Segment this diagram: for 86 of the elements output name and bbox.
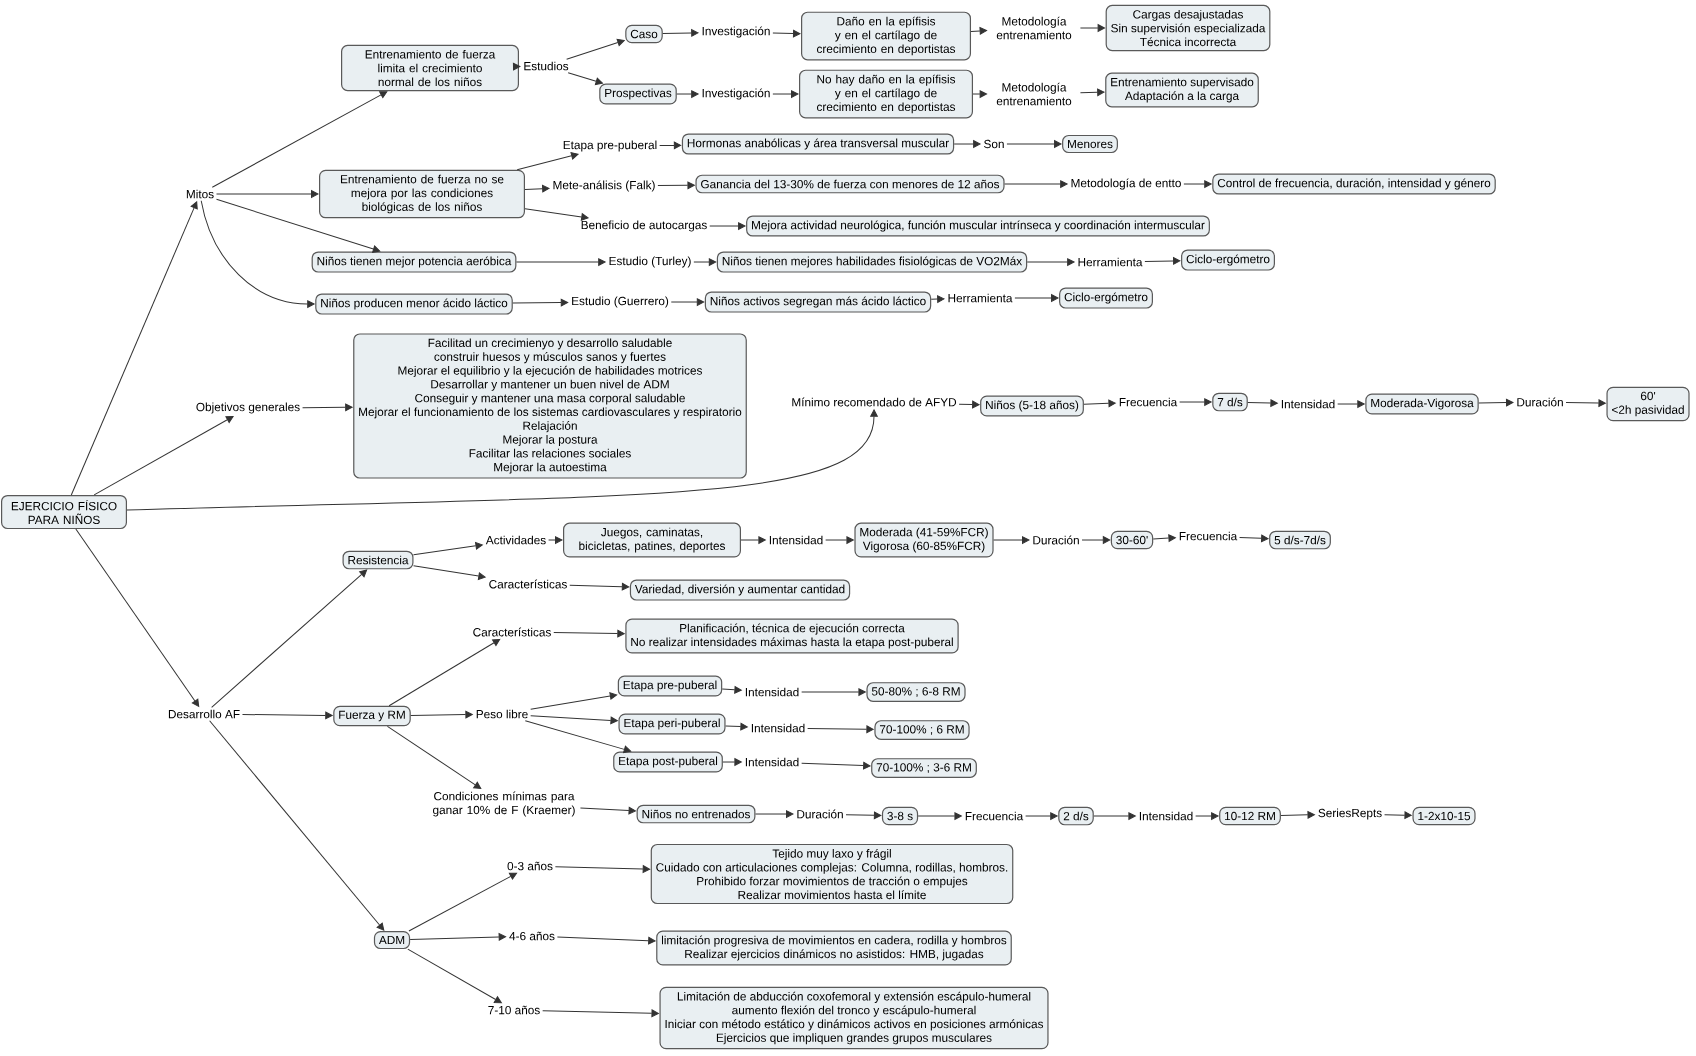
arrow [413, 542, 483, 556]
arrow [1006, 140, 1062, 148]
arrow [1004, 180, 1068, 188]
arrow [670, 298, 705, 306]
arrow [579, 806, 636, 815]
arrow [825, 536, 854, 544]
arrow [216, 190, 319, 198]
arrow [1079, 24, 1105, 32]
arrow [1565, 399, 1606, 407]
arrow [516, 152, 579, 171]
arrow [972, 90, 987, 98]
arrow [1025, 812, 1058, 820]
arrow [408, 872, 518, 932]
arrow [410, 710, 473, 719]
arrow [993, 536, 1030, 544]
arrow [801, 761, 871, 770]
arrow [542, 1009, 659, 1018]
arrow [512, 62, 521, 71]
arrow [409, 933, 507, 941]
arrow [1239, 534, 1269, 543]
arrow [845, 811, 882, 820]
arrow [566, 38, 625, 60]
arrow [569, 582, 630, 591]
arrow [530, 692, 618, 710]
arrow [740, 536, 766, 544]
arrow [413, 565, 486, 580]
arrow [515, 258, 606, 266]
arrow [970, 27, 987, 35]
arrow [93, 415, 234, 496]
arrow [553, 629, 625, 638]
arrow [657, 181, 695, 190]
arrow [512, 298, 569, 307]
arrow [1247, 399, 1278, 407]
arrow [801, 688, 866, 696]
arrow [1179, 398, 1212, 406]
arrow [302, 403, 353, 412]
arrow [659, 141, 682, 150]
arrow [216, 198, 381, 253]
arrow [1337, 400, 1365, 408]
arrow [200, 200, 315, 308]
arrow [807, 725, 874, 734]
arrow [930, 295, 945, 303]
arrow [75, 528, 200, 707]
arrow [554, 865, 651, 873]
arrow [754, 810, 794, 818]
arrow [1081, 536, 1111, 544]
arrow [709, 222, 746, 230]
arrow [211, 91, 388, 188]
arrow [524, 208, 589, 221]
arrow [1079, 88, 1105, 97]
arrow [917, 812, 962, 820]
arrow [1384, 811, 1412, 819]
arrow [1014, 294, 1059, 302]
arrow [1478, 398, 1514, 407]
arrow [1083, 399, 1116, 408]
arrow [725, 722, 748, 731]
arrow [953, 140, 981, 148]
arrow [958, 400, 980, 409]
arrow [676, 90, 699, 98]
arrow [126, 409, 878, 511]
arrow [1026, 258, 1075, 266]
arrow [241, 711, 333, 720]
arrow [772, 90, 799, 98]
arrow [386, 725, 482, 789]
arrow [1280, 811, 1315, 819]
arrow [1144, 257, 1181, 265]
arrow [772, 29, 801, 38]
arrow [524, 720, 632, 754]
arrow [524, 184, 550, 193]
arrow [693, 258, 717, 266]
arrow [407, 948, 502, 1004]
arrow [567, 72, 603, 85]
arrow [556, 936, 656, 945]
arrow [1183, 180, 1212, 188]
arrow [722, 758, 742, 766]
arrow [1093, 812, 1136, 820]
arrow [721, 686, 742, 694]
arrow [530, 715, 618, 725]
arrow [211, 569, 368, 708]
arrow [388, 638, 501, 707]
arrow [209, 720, 385, 931]
arrow [1152, 534, 1176, 542]
arrow [1195, 812, 1219, 820]
arrow [548, 536, 563, 544]
arrow [662, 29, 699, 37]
arrow [70, 201, 198, 496]
